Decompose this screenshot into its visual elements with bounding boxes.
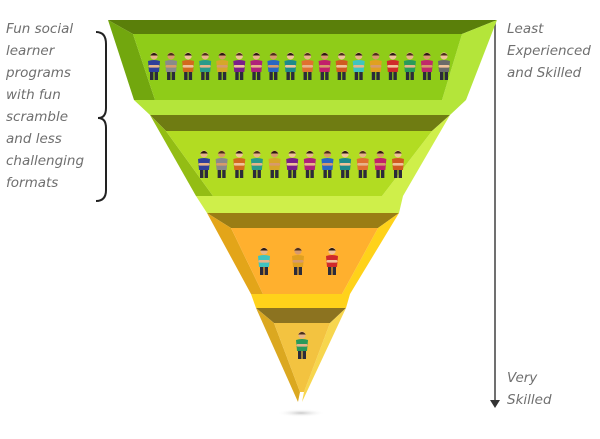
person-icon — [438, 52, 450, 80]
tier-front-face — [166, 131, 432, 196]
tier-ledge — [134, 100, 466, 115]
person-icon — [392, 150, 404, 178]
person-icon — [403, 52, 416, 80]
tier-left-face — [207, 213, 263, 294]
tier-top-face — [207, 213, 399, 228]
tier-front-face — [231, 228, 378, 294]
person-icon — [284, 52, 297, 80]
scale-bottom-label: Very Skilled — [507, 370, 552, 408]
person-icon — [216, 52, 229, 80]
person-icon — [321, 150, 334, 178]
person-icon — [267, 52, 280, 80]
skill-scale-arrow-icon — [490, 20, 500, 408]
person-icon — [339, 150, 352, 178]
tier-2-lime — [150, 115, 450, 213]
tier-left-face — [108, 20, 155, 100]
tier-left-face — [256, 308, 300, 402]
person-icon — [148, 52, 160, 80]
tier-4-gold — [256, 308, 346, 402]
person-icon — [268, 150, 281, 178]
person-icon — [199, 52, 212, 80]
person-icon — [292, 247, 304, 275]
person-icon — [198, 150, 210, 178]
person-icon — [286, 150, 299, 178]
person-icon — [182, 52, 195, 80]
tier-right-face — [302, 308, 346, 402]
person-icon — [301, 52, 314, 80]
person-icon — [250, 150, 263, 178]
person-icon — [318, 52, 331, 80]
tier-right-face — [442, 20, 497, 100]
person-icon — [303, 150, 316, 178]
person-icon — [420, 52, 433, 80]
person-icon — [215, 150, 228, 178]
floor-shadow — [277, 409, 325, 417]
tier-3-orange — [207, 213, 399, 308]
person-icon — [356, 150, 369, 178]
scale-top-label: Least Experienced and Skilled — [507, 21, 591, 81]
tier-ledge — [196, 196, 403, 213]
person-icon — [258, 247, 270, 275]
person-icon — [374, 150, 387, 178]
tier-1-green — [108, 20, 497, 115]
person-icon — [296, 331, 308, 359]
person-icon — [233, 52, 246, 80]
tier-front-face — [274, 323, 330, 392]
tier-front-face — [133, 34, 462, 100]
person-icon — [250, 52, 263, 80]
tier-top-face — [150, 115, 450, 131]
left-note-text: Fun social learner programs with fun scr… — [6, 21, 85, 191]
tier-top-face — [108, 20, 497, 34]
tier-right-face — [342, 213, 399, 294]
tier-ledge — [251, 294, 350, 308]
person-icon — [352, 52, 365, 80]
person-icon — [369, 52, 382, 80]
person-icon — [326, 247, 338, 275]
tier-left-face — [150, 115, 213, 196]
left-brace-icon — [95, 31, 107, 202]
person-icon — [233, 150, 246, 178]
tier-top-face — [256, 308, 346, 323]
person-icon — [335, 52, 348, 80]
person-icon — [386, 52, 399, 80]
person-icon — [165, 52, 178, 80]
